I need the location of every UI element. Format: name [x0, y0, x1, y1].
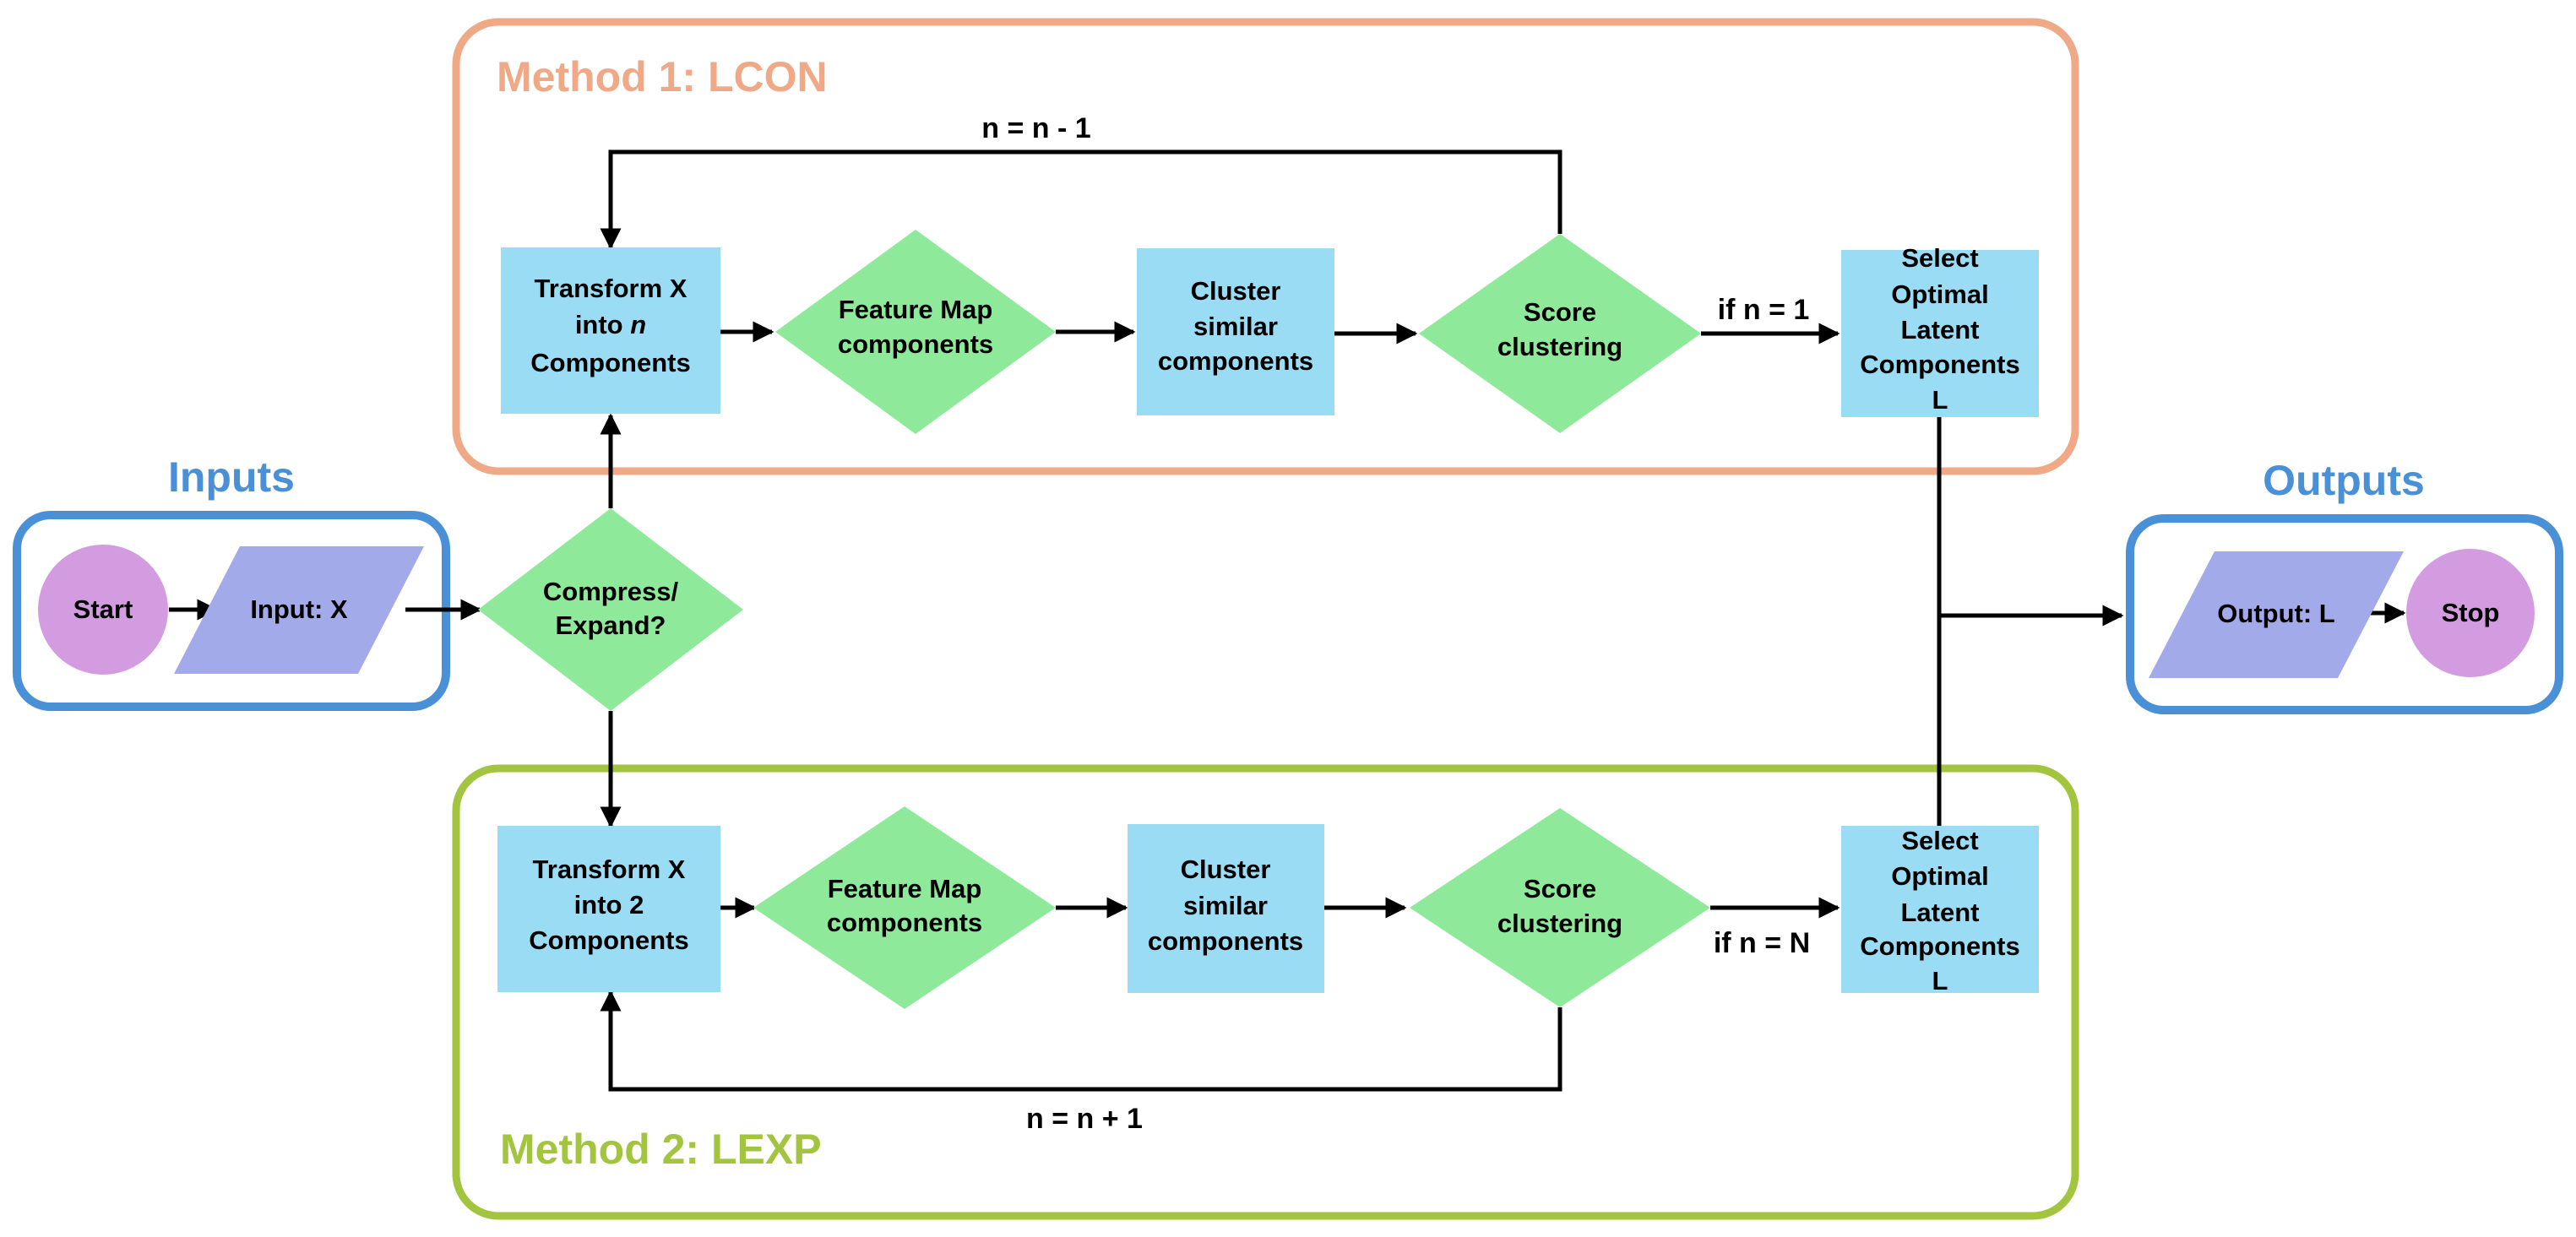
m1-score-line2: clustering [1497, 332, 1622, 361]
svg-text:Expand?: Expand? [556, 610, 666, 640]
m1-transform-line2b: n [630, 310, 646, 339]
m2-transform-line1: Transform X [533, 855, 686, 884]
m1-feature-line2: components [838, 329, 993, 359]
input-x-node: Input: X [174, 546, 424, 674]
m2-score-line1: Score [1524, 874, 1596, 903]
input-x-label: Input: X [250, 594, 348, 624]
m2-select-line3: Latent [1901, 898, 1980, 927]
m2-select-line4: Components [1860, 931, 2019, 961]
m1-select-line1: Select [1901, 243, 1978, 273]
m2-transform-line3: Components [529, 925, 688, 955]
compress-expand-decision: Compress/ Expand? [478, 508, 743, 711]
m1-select-line5: L [1932, 385, 1948, 415]
m2-feature-line1: Feature Map [828, 874, 982, 903]
edge-m2-loop [600, 990, 1562, 1092]
start-node: Start [38, 545, 168, 675]
m1-transform-line1: Transform X [535, 274, 687, 303]
m1-transform-line2a: into [575, 310, 630, 339]
compress-label-line1: Compress/ [543, 577, 679, 606]
m1-cluster-line1: Cluster [1191, 276, 1281, 306]
stop-node: Stop [2406, 549, 2535, 677]
svg-text:Compress/: Compress/ [543, 577, 679, 606]
method1-group [452, 18, 2079, 475]
m1-feature-line1: Feature Map [839, 295, 993, 324]
m1-score-line1: Score [1524, 297, 1596, 327]
method2-group [452, 764, 2079, 1220]
m2-select-line1: Select [1901, 826, 1978, 855]
m2-cluster-node: Cluster similar components [1128, 824, 1324, 993]
m1-exit-label: if n = 1 [1718, 294, 1810, 326]
m1-loop-label: n = n - 1 [981, 112, 1090, 144]
edge-m1-loop [600, 149, 1562, 250]
m2-cluster-line2: similar [1183, 891, 1268, 920]
m1-transform-line3: Components [530, 348, 690, 377]
m2-loop-label: n = n + 1 [1026, 1103, 1143, 1135]
m2-score-line2: clustering [1497, 909, 1622, 938]
edges [169, 149, 2406, 1092]
m1-transform-node: Transform X into n Components [501, 247, 720, 414]
m2-select-line2: Optimal [1891, 861, 1988, 891]
compress-label-line2: Expand? [556, 610, 666, 640]
m2-exit-label: if n = N [1714, 927, 1810, 959]
m2-cluster-line3: components [1148, 926, 1303, 956]
svg-text:into n: into n [575, 310, 646, 339]
output-l-label: Output: L [2217, 599, 2334, 628]
output-l-node: Output: L [2149, 551, 2404, 678]
m2-score-decision: Score clustering [1410, 808, 1710, 1007]
m1-score-decision: Score clustering [1419, 234, 1701, 433]
start-label: Start [73, 594, 133, 624]
method1-title: Method 1: LCON [497, 53, 828, 100]
m1-select-line2: Optimal [1891, 279, 1988, 309]
m1-cluster-line3: components [1158, 346, 1313, 376]
m1-select-node: Select Optimal Latent Components L [1841, 243, 2039, 417]
m1-select-line4: Components [1860, 350, 2019, 379]
stop-label: Stop [2442, 598, 2500, 627]
m1-cluster-line2: similar [1193, 312, 1278, 341]
m2-cluster-line1: Cluster [1181, 855, 1271, 884]
m2-feature-line2: components [827, 908, 982, 937]
m2-select-node: Select Optimal Latent Components L [1841, 826, 2039, 996]
m1-cluster-node: Cluster similar components [1137, 248, 1334, 415]
m2-transform-node: Transform X into 2 Components [497, 826, 720, 992]
m2-transform-line2: into 2 [574, 890, 644, 920]
m2-feature-map-decision: Feature Map components [753, 806, 1056, 1009]
m2-select-line5: L [1932, 966, 1948, 996]
outputs-group [2126, 514, 2563, 714]
m1-select-line3: Latent [1901, 315, 1980, 345]
method2-title: Method 2: LEXP [500, 1126, 822, 1173]
m1-feature-map-decision: Feature Map components [775, 230, 1056, 434]
inputs-title: Inputs [168, 453, 295, 501]
outputs-title: Outputs [2263, 457, 2425, 504]
